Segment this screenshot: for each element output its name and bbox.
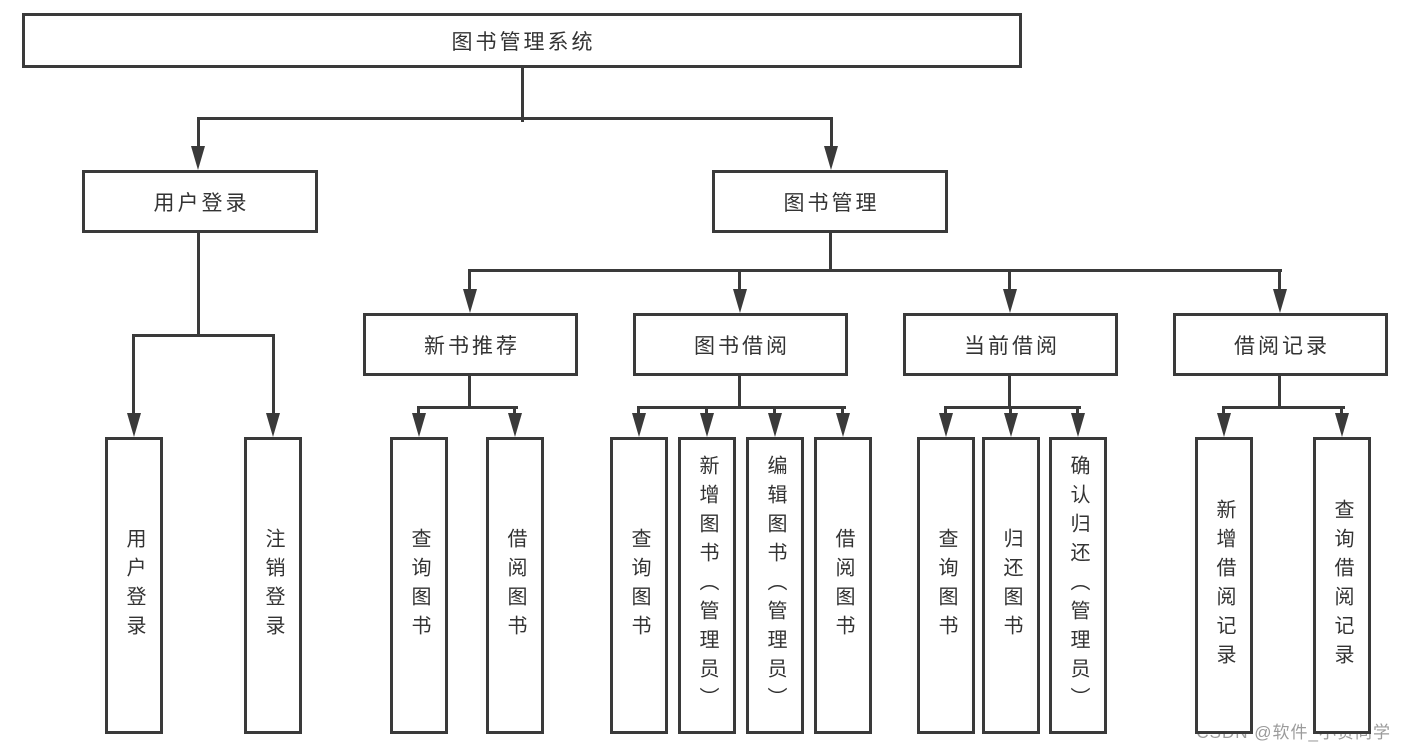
connector-line	[1340, 409, 1343, 415]
node-leaf-user-login: 用户登录	[105, 437, 163, 734]
node-label: 编辑图书（管理员）	[764, 455, 786, 716]
connector-line	[1278, 376, 1281, 409]
arrowhead-down-icon	[508, 413, 522, 437]
connector-line	[468, 272, 471, 291]
node-leaf-add-book-admin: 新增图书（管理员）	[678, 437, 736, 734]
node-leaf-edit-book-admin: 编辑图书（管理员）	[746, 437, 804, 734]
connector-line	[705, 409, 708, 415]
node-leaf-query-book-recommend: 查询图书	[390, 437, 448, 734]
node-leaf-query-book-borrowing: 查询图书	[610, 437, 668, 734]
arrowhead-down-icon	[836, 413, 850, 437]
connector-line	[1222, 409, 1225, 415]
connector-line	[132, 334, 275, 337]
node-current-borrowing: 当前借阅	[903, 313, 1118, 376]
connector-line	[944, 406, 1081, 409]
node-label: 确认归还（管理员）	[1067, 455, 1089, 716]
connector-line	[132, 337, 135, 415]
connector-line	[738, 272, 741, 291]
node-label: 查询借阅记录	[1331, 498, 1353, 673]
connector-line	[521, 68, 524, 122]
node-leaf-query-borrow-record: 查询借阅记录	[1313, 437, 1371, 734]
node-leaf-return-book: 归还图书	[982, 437, 1040, 734]
node-label: 用户登录	[153, 191, 250, 215]
connector-line	[272, 337, 275, 415]
node-label: 借阅图书	[832, 527, 854, 644]
connector-line	[829, 233, 832, 271]
arrowhead-down-icon	[1071, 413, 1085, 437]
connector-line	[513, 409, 516, 415]
arrowhead-down-icon	[939, 413, 953, 437]
node-new-book-recommend: 新书推荐	[363, 313, 578, 376]
node-label: 注销登录	[262, 527, 284, 644]
connector-line	[841, 409, 844, 415]
node-label: 新书推荐	[424, 334, 520, 358]
node-label: 查询图书	[408, 527, 430, 644]
connector-line	[1008, 376, 1011, 409]
arrowhead-down-icon	[1335, 413, 1349, 437]
connector-line	[1222, 406, 1345, 409]
connector-line	[944, 409, 947, 415]
node-label: 图书借阅	[694, 334, 790, 358]
node-book-management: 图书管理	[712, 170, 948, 233]
arrowhead-down-icon	[412, 413, 426, 437]
arrowhead-down-icon	[1217, 413, 1231, 437]
node-user-login: 用户登录	[82, 170, 318, 233]
arrowhead-down-icon	[1003, 289, 1017, 313]
node-label: 借阅图书	[504, 527, 526, 644]
node-label: 查询图书	[935, 527, 957, 644]
node-label: 图书管理系统	[451, 30, 596, 54]
connector-line	[1008, 272, 1011, 291]
arrowhead-down-icon	[700, 413, 714, 437]
connector-line	[738, 376, 741, 409]
node-label: 借阅记录	[1234, 334, 1330, 358]
connector-line	[417, 406, 518, 409]
connector-line	[830, 120, 833, 148]
connector-line	[417, 409, 420, 415]
connector-line	[468, 269, 1282, 272]
arrowhead-down-icon	[127, 413, 141, 437]
arrowhead-down-icon	[824, 146, 838, 170]
node-label: 图书管理	[783, 191, 880, 215]
connector-line	[1009, 409, 1012, 415]
arrowhead-down-icon	[191, 146, 205, 170]
node-label: 新增图书（管理员）	[696, 455, 718, 716]
node-label: 查询图书	[628, 527, 650, 644]
arrowhead-down-icon	[1273, 289, 1287, 313]
connector-line	[1076, 409, 1079, 415]
node-book-borrowing: 图书借阅	[633, 313, 848, 376]
node-borrowing-records: 借阅记录	[1173, 313, 1388, 376]
node-leaf-query-book-current: 查询图书	[917, 437, 975, 734]
arrowhead-down-icon	[1004, 413, 1018, 437]
node-root: 图书管理系统	[22, 13, 1022, 68]
arrowhead-down-icon	[463, 289, 477, 313]
arrowhead-down-icon	[733, 289, 747, 313]
connector-line	[197, 233, 200, 337]
node-leaf-logout: 注销登录	[244, 437, 302, 734]
node-label: 用户登录	[123, 527, 145, 644]
connector-line	[197, 117, 833, 120]
node-leaf-add-borrow-record: 新增借阅记录	[1195, 437, 1253, 734]
connector-line	[773, 409, 776, 415]
connector-line	[197, 120, 200, 148]
node-leaf-borrow-book-recommend: 借阅图书	[486, 437, 544, 734]
connector-line	[637, 406, 846, 409]
connector-line	[1278, 272, 1281, 291]
node-label: 新增借阅记录	[1213, 498, 1235, 673]
connector-line	[468, 376, 471, 409]
connector-line	[637, 409, 640, 415]
arrowhead-down-icon	[632, 413, 646, 437]
node-leaf-confirm-return-admin: 确认归还（管理员）	[1049, 437, 1107, 734]
node-label: 归还图书	[1000, 527, 1022, 644]
arrowhead-down-icon	[768, 413, 782, 437]
arrowhead-down-icon	[266, 413, 280, 437]
node-leaf-borrow-book-borrowing: 借阅图书	[814, 437, 872, 734]
node-label: 当前借阅	[964, 334, 1060, 358]
